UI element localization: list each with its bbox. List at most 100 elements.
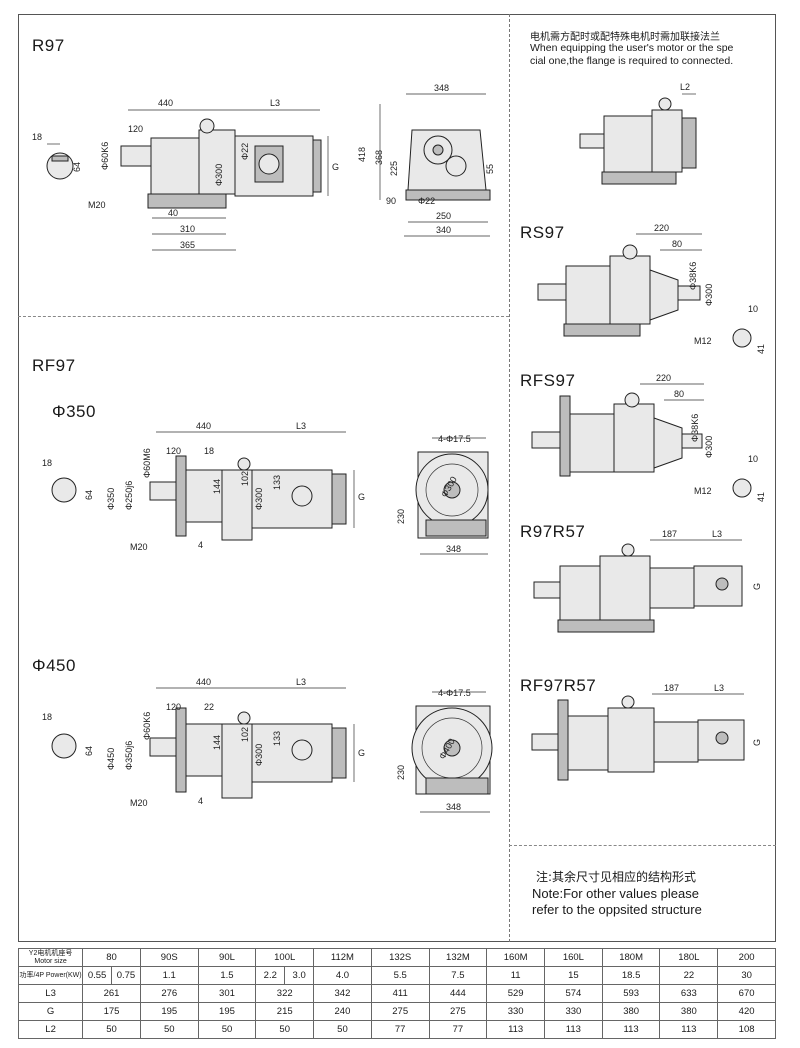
table-cell: 200 [717,948,776,967]
table-cell: 322 [255,984,315,1003]
table-cell: 30 [717,966,776,985]
rf450-dim-230: 230 [396,765,406,780]
table-cell: 380 [659,1002,719,1021]
table-cell: 0.55 [82,966,112,985]
r97r57-dim-g: G [752,583,762,590]
title-rf97: RF97 [32,356,76,375]
rf450-logo-icon [291,739,313,761]
table-cell: 18.5 [601,966,661,985]
rfs97-shaft-section-icon [732,478,752,498]
table-cell: 77 [370,1020,430,1039]
table-cell: 15 [544,966,603,985]
table-row: Y2电机机座号 Motor size 80 90S 90L 100L 112M … [17,948,776,967]
table-cell: 50 [139,1020,199,1039]
rs97-dim-41: 41 [756,344,766,354]
rf450-dim-l18: 18 [42,712,52,722]
dim-365: 365 [180,240,195,250]
rfs97-dim-10: 10 [748,454,758,464]
table-cell: 420 [717,1002,776,1021]
table-cell: 160M [486,948,546,967]
rf450-dim-phi350: Φ350j6 [124,741,134,770]
rf350-dim-phi300: Φ300 [254,488,264,510]
table-cell: 112M [313,948,372,967]
rf450-dim-phi300: Φ300 [254,744,264,766]
dim-348: 348 [434,83,449,93]
row-label-l2: L2 [17,1020,84,1039]
rf350-dim-348: 348 [446,544,461,554]
table-cell: 1.5 [197,966,257,985]
dim-368: 368 [374,150,384,165]
rf350-logo-icon [291,485,313,507]
rf350-dim-m20: M20 [130,542,148,552]
title-rs97: RS97 [520,223,565,242]
table-cell: 113 [659,1020,719,1039]
r97r57-view: 187 L3 G [533,529,762,633]
rf350-dim-102: 102 [240,471,250,486]
table-cell: 7.5 [428,966,488,985]
spec-table: Y2电机机座号 Motor size 80 90S 90L 100L 112M … [17,948,776,1039]
rf350-shaft-section-icon [51,477,77,503]
rf450-dim-144: 144 [212,735,222,750]
flange-note-en-2: cial one,the flange is required to conne… [530,55,734,67]
table-row: G 175 195 195 215 240 275 275 330 330 38… [17,1002,776,1021]
table-cell: 5.5 [370,966,430,985]
table-cell: 132M [428,948,488,967]
rf350-dim-144: 144 [212,479,222,494]
table-cell: 4.0 [313,966,372,985]
rf97r57-dim-187: 187 [664,683,679,693]
row-label-l3: L3 [17,984,84,1003]
rf450-dim-133: 133 [272,731,282,746]
rs97-dim-m12: M12 [694,336,712,346]
table-cell: 444 [428,984,488,1003]
rf450-dim-phi450: Φ450 [106,748,116,770]
rf450-side-view: 18 64 440 L3 120 22 Φ60K6 Φ350j6 Φ450 14… [42,677,365,808]
rf350-dim-bolt: 4-Φ17.5 [438,434,471,444]
rf350-dim-133: 133 [272,475,282,490]
rf97r57-dim-g: G [752,739,762,746]
rf450-dim-22: 22 [204,702,214,712]
rf97r57-logo-icon [715,731,729,745]
table-cell: 261 [82,984,141,1003]
title-rf97-450: Φ450 [32,656,76,675]
table-cell: 50 [255,1020,315,1039]
table-cell: 90S [139,948,199,967]
table-cell: 113 [544,1020,603,1039]
column-divider [509,14,510,942]
dim-418: 418 [357,147,367,162]
table-cell: 215 [255,1002,315,1021]
rf350-dim-l3: L3 [296,421,306,431]
table-cell: 160L [544,948,603,967]
dim-340: 340 [436,225,451,235]
row-label-motor-size: Y2电机机座号 Motor size [17,948,84,967]
rfs97-dim-80: 80 [674,389,684,399]
rf350-dim-g: G [358,492,365,502]
drawing-frame [18,14,776,942]
title-rfs97: RFS97 [520,371,576,390]
table-row: L3 261 276 301 322 342 411 444 529 574 5… [17,984,776,1003]
brand-logo-icon [258,153,280,175]
rf450-dim-348: 348 [446,802,461,812]
rf450-dim-440: 440 [196,677,211,687]
flange-l2-view: L2 [579,82,697,185]
table-cell: 633 [659,984,719,1003]
dim-440: 440 [158,98,173,108]
rs97-dim-80: 80 [672,239,682,249]
rfs97-dim-220: 220 [656,373,671,383]
table-row: 功率/4P Power(KW) 0.55 0.75 1.1 1.5 2.2 3.… [17,966,776,985]
rf350-dim-120: 120 [166,446,181,456]
rf450-dim-l64: 64 [84,746,94,756]
title-rf97r57: RF97R57 [520,676,597,695]
rf350-dim-4: 4 [198,540,203,550]
rf350-dim-l18: 18 [42,458,52,468]
table-cell: 0.75 [111,966,141,985]
table-cell: 275 [370,1002,430,1021]
rf450-dim-4: 4 [198,796,203,806]
dim-phi22: Φ22 [240,143,250,160]
dim-l2: L2 [680,82,690,92]
rf350-dim-230: 230 [396,509,406,524]
r97r57-logo-icon [715,577,729,591]
rs97-dim-10: 10 [748,304,758,314]
table-cell: 529 [486,984,546,1003]
rf450-dim-l3: L3 [296,677,306,687]
